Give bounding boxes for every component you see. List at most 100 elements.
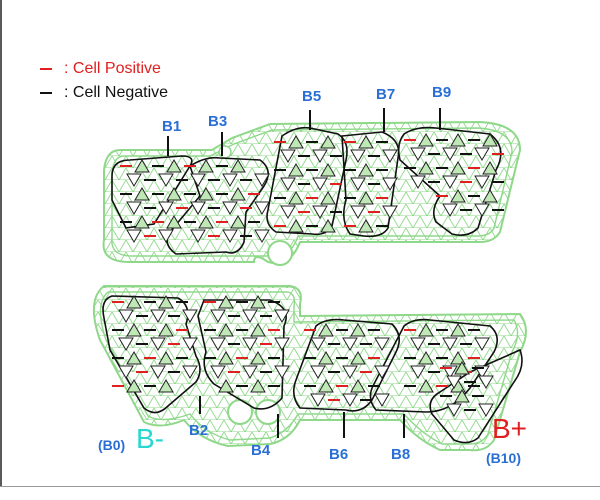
cell-seat-triangle xyxy=(118,365,134,379)
cell-seat-triangle xyxy=(418,133,434,147)
cell-seat-triangle xyxy=(222,229,238,243)
cell-seat-triangle xyxy=(410,337,426,351)
terminal-b10-code: (B10) xyxy=(486,450,522,466)
group-b6-b8 xyxy=(369,318,498,413)
cell-seat-triangle xyxy=(230,187,246,201)
cell-seat-triangle xyxy=(158,379,174,393)
cell-seat-triangle xyxy=(442,147,458,161)
cell-seat-triangle xyxy=(126,201,142,215)
cell-seat-triangle xyxy=(230,215,246,229)
cell-seat-triangle xyxy=(158,351,174,365)
cell-seat-triangle xyxy=(478,403,494,417)
cell-seat-triangle xyxy=(450,161,466,175)
cell-seat-triangle xyxy=(478,375,494,389)
terminal-b-plus: B+ xyxy=(492,413,528,444)
cell-seat-triangle xyxy=(126,379,142,393)
tap-label-b2: B2 xyxy=(189,422,209,439)
cell-seat-triangle xyxy=(350,351,366,365)
cell-seat-triangle xyxy=(288,219,304,233)
cell-seat-triangle xyxy=(158,201,174,215)
cell-seat-triangle xyxy=(166,159,182,173)
cell-seat-triangle xyxy=(418,379,434,393)
cell-seat-triangle xyxy=(118,337,134,351)
group-b8-b10 xyxy=(429,348,523,444)
cell-seat-triangle xyxy=(198,215,214,229)
group-b7-b9 xyxy=(397,126,502,236)
cell-seat-triangle xyxy=(342,393,358,407)
cell-seat-triangle xyxy=(418,351,434,365)
cell-seat-triangle xyxy=(310,393,326,407)
cell-seat-triangle xyxy=(342,337,358,351)
cell-seat-triangle xyxy=(182,365,198,379)
cell-seat-triangle xyxy=(166,215,182,229)
cell-seat-triangle xyxy=(166,187,182,201)
cell-seat-triangle xyxy=(450,323,466,337)
cell-seat-triangle xyxy=(350,205,366,219)
cell-seat-triangle xyxy=(474,337,490,351)
cell-seat-triangle xyxy=(242,309,258,323)
cell-seat-triangle xyxy=(250,351,266,365)
cell-seat-triangle xyxy=(320,191,336,205)
cell-seat-triangle xyxy=(126,295,142,309)
cell-seat-triangle xyxy=(126,173,142,187)
cell-seat-triangle xyxy=(230,159,246,173)
cell-seat-triangle xyxy=(450,189,466,203)
cell-seat-triangle xyxy=(210,309,226,323)
cell-seat-triangle xyxy=(198,159,214,173)
tap-label-b1: B1 xyxy=(162,118,182,135)
cell-seat-triangle xyxy=(158,323,174,337)
legend-positive: : Cell Positive xyxy=(40,60,161,78)
cell-seat-triangle xyxy=(150,309,166,323)
cell-seat-triangle xyxy=(210,337,226,351)
tap-label-b8: B8 xyxy=(391,446,411,463)
cell-seat-triangle xyxy=(126,229,142,243)
cell-seat-triangle xyxy=(118,309,134,323)
cell-seat-triangle xyxy=(482,189,498,203)
cell-seat-triangle xyxy=(210,365,226,379)
cell-seat-triangle xyxy=(280,177,296,191)
cell-seat-triangle xyxy=(288,135,304,149)
cell-seat-triangle xyxy=(190,173,206,187)
cell-seat-triangle xyxy=(350,323,366,337)
cell-seat-triangle xyxy=(126,351,142,365)
legend-negative-label: : Cell Negative xyxy=(64,84,169,101)
group-b5-b7 xyxy=(341,131,400,238)
cell-seat-triangle xyxy=(218,379,234,393)
cell-seat-triangle xyxy=(318,323,334,337)
cell-seat-triangle xyxy=(250,323,266,337)
cell-seat-triangle xyxy=(474,203,490,217)
cell-seat-triangle xyxy=(182,309,198,323)
cell-seat-triangle xyxy=(382,149,398,163)
cell-seat-triangle xyxy=(134,159,150,173)
cell-seat-triangle xyxy=(320,219,336,233)
cell-seat-triangle xyxy=(250,295,266,309)
cell-seat-triangle xyxy=(158,295,174,309)
cell-seat-triangle xyxy=(418,161,434,175)
cell-seat-triangle xyxy=(222,173,238,187)
top-mount-hole xyxy=(267,240,293,266)
cell-seat-triangle xyxy=(310,365,326,379)
cell-seat-triangle xyxy=(418,323,434,337)
cell-seat-triangle xyxy=(288,191,304,205)
cell-seat-triangle xyxy=(250,379,266,393)
cell-seat-triangle xyxy=(310,337,326,351)
cell-seat-triangle xyxy=(312,177,328,191)
tap-label-b6: B6 xyxy=(329,446,349,463)
cell-seat-triangle xyxy=(150,365,166,379)
cell-seat-triangle xyxy=(312,205,328,219)
cell-seat-triangle xyxy=(374,337,390,351)
cell-seat-triangle xyxy=(482,161,498,175)
legend-positive-label: : Cell Positive xyxy=(64,60,161,77)
cell-seat-triangle xyxy=(474,147,490,161)
cell-seat-triangle xyxy=(134,215,150,229)
cell-seat-triangle xyxy=(442,203,458,217)
cell-seat-triangle xyxy=(410,147,426,161)
bottom-cells xyxy=(112,295,494,417)
cell-seat-triangle xyxy=(342,365,358,379)
cell-seat-triangle xyxy=(222,201,238,215)
top-series-groups xyxy=(111,126,502,255)
cell-seat-triangle xyxy=(288,163,304,177)
cell-seat-triangle xyxy=(242,365,258,379)
cell-seat-triangle xyxy=(218,295,234,309)
cell-seat-triangle xyxy=(158,229,174,243)
